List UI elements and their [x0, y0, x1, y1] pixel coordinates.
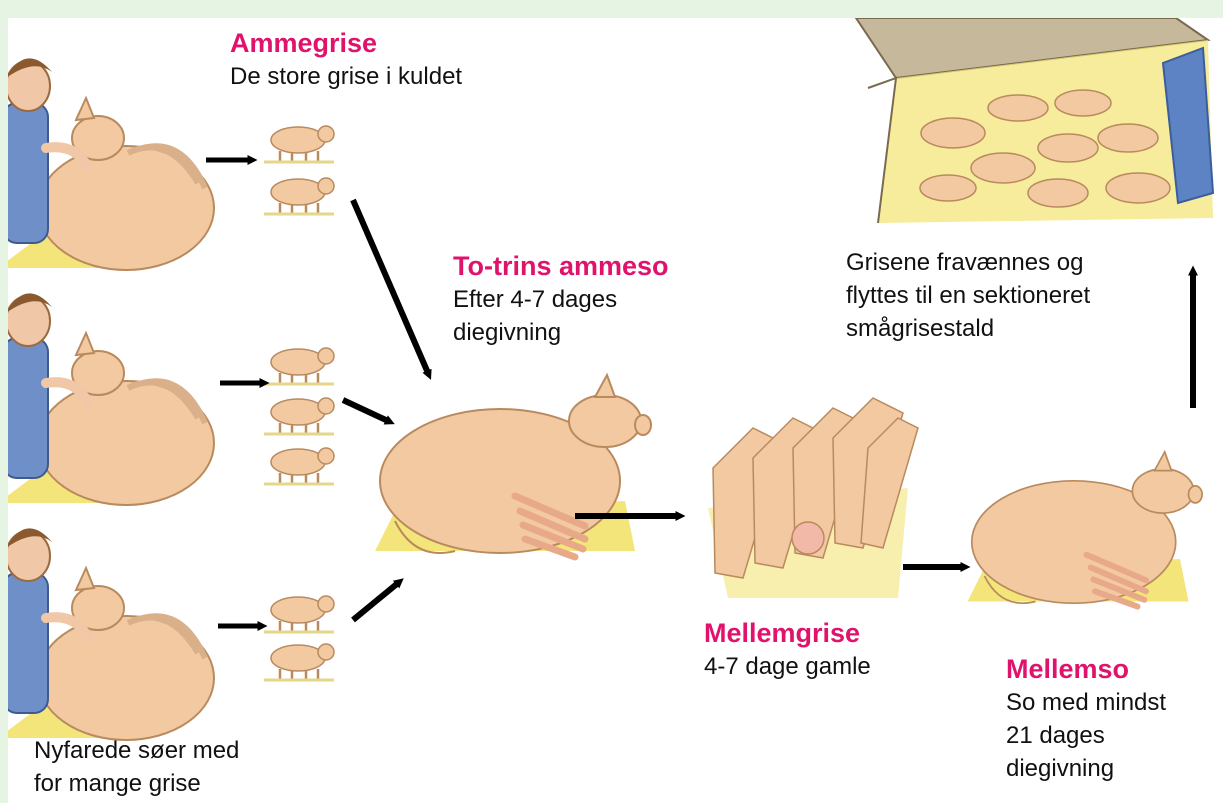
ammegrise-title: Ammegrise	[230, 26, 462, 60]
diagram-canvas: Ammegrise De store grise i kuldet To-tri…	[8, 18, 1223, 803]
mellemso-line3: diegivning	[1006, 752, 1166, 785]
mellemso-line1: So med mindst	[1006, 686, 1166, 719]
nyfarede-line1: Nyfarede søer med	[34, 734, 239, 767]
nyfarede-label: Nyfarede søer med for mange grise	[34, 734, 239, 800]
ammegrise-subtitle: De store grise i kuldet	[230, 60, 462, 93]
fravaennes-line2: flyttes til en sektioneret	[846, 279, 1090, 312]
fravaennes-label: Grisene fravænnes og flyttes til en sekt…	[846, 246, 1090, 345]
ammegrise-label: Ammegrise De store grise i kuldet	[230, 26, 462, 93]
fravaennes-line3: smågrisestald	[846, 312, 1090, 345]
nyfarede-line2: for mange grise	[34, 767, 239, 800]
piglets-illustration	[264, 126, 334, 680]
nursing-sow-illustration	[968, 452, 1203, 607]
mellemso-label: Mellemso So med mindst 21 dages diegivni…	[1006, 652, 1166, 785]
farmer-with-sow-illustration	[8, 58, 214, 740]
totrins-ammeso-line1: Efter 4-7 dages	[453, 283, 669, 316]
mellemso-title: Mellemso	[1006, 652, 1166, 686]
weaner-pen-illustration	[848, 18, 1223, 240]
mellemgrise-subtitle: 4-7 dage gamle	[704, 650, 871, 683]
totrins-ammeso-label: To-trins ammeso Efter 4-7 dages diegivni…	[453, 249, 669, 349]
mellemgrise-label: Mellemgrise 4-7 dage gamle	[704, 616, 871, 683]
nursing-sow-illustration	[375, 375, 651, 557]
mellemso-line2: 21 dages	[1006, 719, 1166, 752]
fravaennes-line1: Grisene fravænnes og	[846, 246, 1090, 279]
mellemgrise-title: Mellemgrise	[704, 616, 871, 650]
totrins-ammeso-title: To-trins ammeso	[453, 249, 669, 283]
totrins-ammeso-line2: diegivning	[453, 316, 669, 349]
piglets-illustration	[708, 398, 918, 598]
